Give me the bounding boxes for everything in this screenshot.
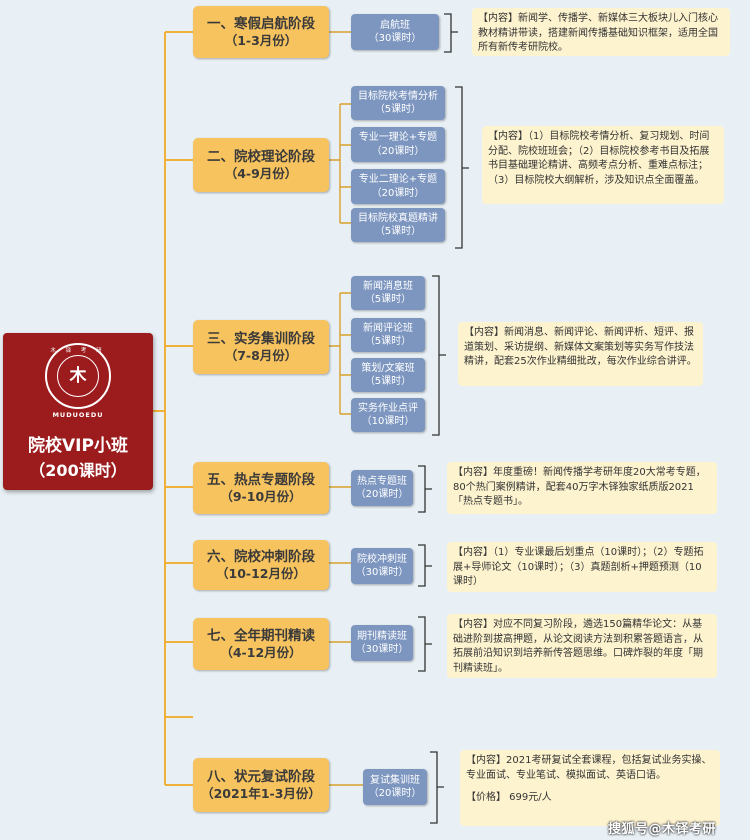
description-text: 【内容】新闻消息、新闻评论、新闻评析、短评、报道策划、采访提纲、新媒体文案策划等… — [464, 327, 697, 367]
stage-3: 三、实务集训阶段 （7-8月份） — [193, 320, 329, 374]
course-hours: （30课时） — [355, 644, 409, 655]
course-1-1: 启航班 （30课时） — [351, 14, 439, 50]
course-hours: （5课时） — [374, 104, 422, 115]
stage-title: 二、院校理论阶段 — [207, 148, 315, 165]
course-hours: （30课时） — [355, 567, 409, 578]
stage-8: 八、状元复试阶段 （2021年1-3月份） — [193, 758, 329, 812]
course-name: 专业二理论+专题 — [358, 174, 438, 185]
stage-dates: （4-9月份） — [224, 165, 298, 181]
course-3-4: 实务作业点评 （10课时） — [351, 398, 425, 432]
course-name: 目标院校考情分析 — [358, 90, 438, 102]
logo-bottom-text: MUDUOEDU — [52, 411, 104, 419]
course-hours: （20课时） — [371, 187, 425, 199]
stage-7: 七、全年期刊精读 （4-12月份） — [193, 618, 329, 670]
stage-dates: （2021年1-3月份） — [201, 785, 321, 801]
course-hours: （20课时） — [355, 489, 409, 500]
course-name: 实务作业点评 — [358, 402, 418, 414]
course-connectors — [329, 31, 363, 786]
stage-2-description: 【内容】（1）目标院校考情分析、复习规划、时间分配、院校班班会；（2）目标院校参… — [482, 126, 724, 204]
stage-dates: （4-12月份） — [220, 644, 302, 660]
price-text: 【价格】 699元/人 — [466, 792, 552, 803]
stage-title: 七、全年期刊精读 — [207, 627, 315, 644]
stage-title: 五、热点专题阶段 — [207, 471, 315, 488]
stage-title: 一、寒假启航阶段 — [207, 15, 315, 32]
course-name: 新闻评论班 — [363, 322, 413, 334]
stage-dates: （9-10月份） — [220, 488, 302, 504]
course-hours: （30课时） — [368, 33, 422, 44]
root-subtitle: （200课时） — [29, 461, 127, 480]
root-title: 院校VIP小班 — [28, 436, 128, 456]
course-2-3: 专业二理论+专题 （20课时） — [351, 169, 445, 204]
description-text: 【内容】年度重磅！新闻传播学考研年度20大常考专题，80个热门案例精讲，配套40… — [453, 467, 706, 507]
stage-dates: （1-3月份） — [224, 32, 298, 48]
stage-5: 五、热点专题阶段 （9-10月份） — [193, 462, 329, 514]
course-name: 启航班 — [380, 19, 410, 31]
description-text: 【内容】2021考研复试全套课程，包括复试业务实操、专业面试、专业笔试、模拟面试… — [466, 755, 712, 781]
logo-seal-icon: 木 — [45, 343, 111, 409]
course-name: 热点专题班 — [357, 475, 407, 487]
stage-dates: （7-8月份） — [224, 347, 298, 363]
course-2-1: 目标院校考情分析 （5课时） — [351, 86, 445, 120]
course-hours: （5课时） — [374, 226, 422, 237]
root-node: 木 铎 考 研 木 MUDUOEDU 院校VIP小班 （200课时） — [3, 333, 153, 490]
stage-8-description: 【内容】2021考研复试全套课程，包括复试业务实操、专业面试、专业笔试、模拟面试… — [460, 750, 720, 826]
course-name: 新闻消息班 — [363, 280, 413, 292]
course-3-3: 策划/文案班 （5课时） — [351, 358, 425, 392]
course-6-1: 院校冲刺班 （30课时） — [351, 548, 413, 584]
course-name: 复试集训班 — [370, 774, 420, 786]
stage-3-description: 【内容】新闻消息、新闻评论、新闻评析、短评、报道策划、采访提纲、新媒体文案策划等… — [458, 322, 703, 386]
stage-1: 一、寒假启航阶段 （1-3月份） — [193, 6, 329, 58]
course-name: 策划/文案班 — [361, 362, 415, 374]
stage-title: 八、状元复试阶段 — [207, 768, 315, 785]
stage-title: 六、院校冲刺阶段 — [207, 548, 315, 565]
course-name: 期刊精读班 — [357, 630, 407, 642]
watermark: 搜狐号@木铎考研 — [608, 822, 717, 837]
course-7-1: 期刊精读班 （30课时） — [351, 625, 413, 661]
course-hours: （5课时） — [364, 336, 412, 347]
stage-6: 六、院校冲刺阶段 （10-12月份） — [193, 540, 329, 590]
stage-2: 二、院校理论阶段 （4-9月份） — [193, 138, 329, 192]
course-hours: （5课时） — [364, 294, 412, 305]
description-text: 【内容】对应不同复习阶段，遴选150篇精华论文：从基础进阶到拔高押题，从论文阅读… — [453, 619, 703, 674]
stage-dates: （10-12月份） — [216, 565, 306, 581]
course-hours: （10课时） — [361, 416, 415, 427]
stage-7-description: 【内容】对应不同复习阶段，遴选150篇精华论文：从基础进阶到拔高押题，从论文阅读… — [447, 614, 717, 678]
course-5-1: 热点专题班 （20课时） — [351, 470, 413, 506]
course-2-4: 目标院校真题精讲 （5课时） — [351, 208, 445, 242]
logo-mark: 木 — [57, 355, 99, 397]
description-text: 【内容】新闻学、传播学、新媒体三大板块儿入门核心教材精讲带读，搭建新闻传播基础知… — [478, 13, 718, 53]
stage-1-description: 【内容】新闻学、传播学、新媒体三大板块儿入门核心教材精讲带读，搭建新闻传播基础知… — [472, 8, 730, 56]
stage-6-description: 【内容】（1）专业课最后划重点（10课时）；（2）专题拓展+导师论文（10课时）… — [447, 542, 717, 592]
course-3-1: 新闻消息班 （5课时） — [351, 276, 425, 310]
course-hours: （20课时） — [368, 788, 422, 799]
stage-5-description: 【内容】年度重磅！新闻传播学考研年度20大常考专题，80个热门案例精讲，配套40… — [447, 462, 717, 514]
course-hours: （20课时） — [371, 145, 425, 157]
course-hours: （5课时） — [364, 376, 412, 387]
description-text: 【内容】（1）目标院校考情分析、复习规划、时间分配、院校班班会；（2）目标院校参… — [488, 131, 710, 186]
description-text: 【内容】（1）专业课最后划重点（10课时）；（2）专题拓展+导师论文（10课时）… — [453, 547, 704, 587]
course-8-1: 复试集训班 （20课时） — [363, 769, 427, 805]
root-connectors — [153, 31, 193, 786]
description-brackets — [418, 13, 469, 824]
course-3-2: 新闻评论班 （5课时） — [351, 318, 425, 352]
course-name: 目标院校真题精讲 — [358, 212, 438, 224]
stage-title: 三、实务集训阶段 — [207, 330, 315, 347]
course-2-2: 专业一理论+专题 （20课时） — [351, 127, 445, 162]
course-name: 院校冲刺班 — [357, 553, 407, 565]
course-name: 专业一理论+专题 — [358, 132, 438, 143]
